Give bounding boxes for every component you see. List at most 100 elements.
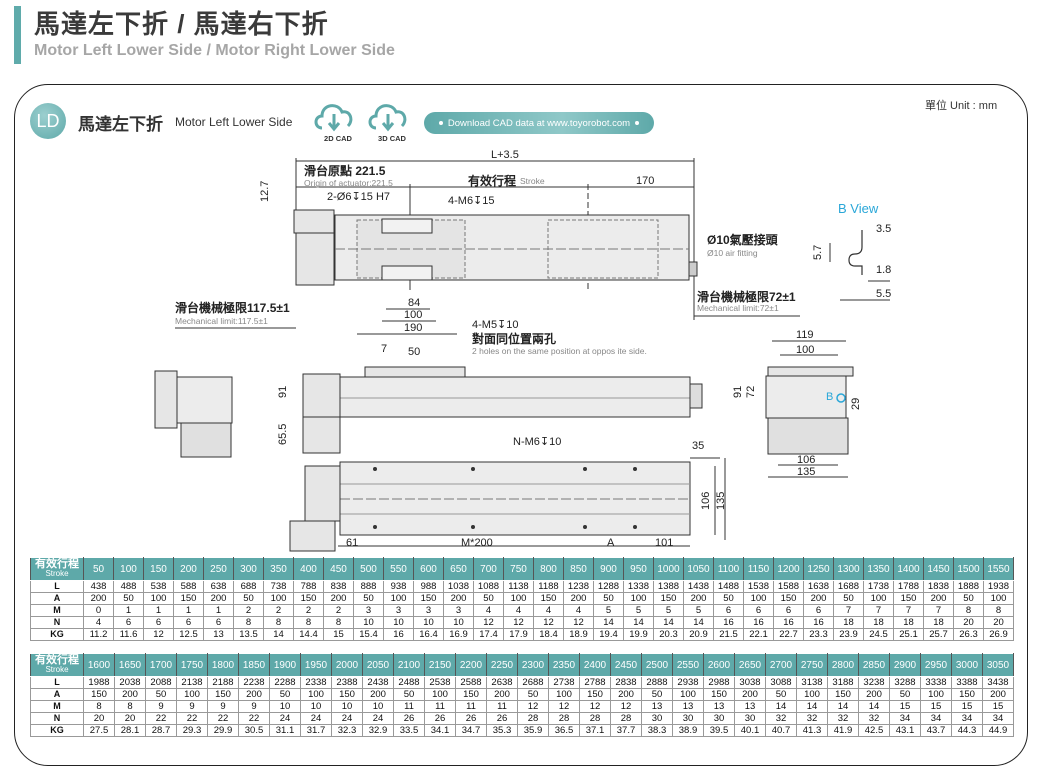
stroke-header-cell: 900 [593,557,624,581]
download-cad-link[interactable]: Download CAD data at www.toyorobot.com [424,112,654,134]
table-cell: 38.3 [641,724,673,737]
table-cell: 100 [796,688,828,701]
dim-7: 7 [381,343,388,355]
stroke-header-cell: 2150 [424,653,456,677]
table-cell: 200 [323,592,354,605]
table-cell: 1038 [443,580,474,593]
table-cell: 200 [858,688,890,701]
table-cell: 1938 [983,580,1014,593]
stroke-header-cell: 1000 [653,557,684,581]
table-cell: 14 [623,616,654,629]
dim-35: 35 [692,440,705,452]
origin-label-en: Origin of actuator:221.5 [304,178,393,188]
table-cell: 2 [293,604,324,617]
b-dim-5-7: 5.7 [812,244,824,260]
table-cell: 8 [323,616,354,629]
stroke-header-cell: 2100 [393,653,425,677]
mech-limit-right-en: Mechanical limit:72±1 [697,303,779,313]
dim-135: 135 [715,491,727,510]
table-cell: 14 [653,616,684,629]
table-cell: 34 [951,712,983,725]
stroke-header-cell: 350 [263,557,294,581]
table-cell: 14 [858,700,890,713]
table-cell: 2388 [331,676,363,689]
cad-3d-label: 3D CAD [378,134,406,143]
table-cell: 100 [424,688,456,701]
stroke-header-cell: 1200 [773,557,804,581]
table-cell: 200 [610,688,642,701]
table-cell: 43.7 [920,724,952,737]
table-cell: 44.9 [982,724,1014,737]
pin-holes-note: 2-Ø6↧15 H7 [327,191,391,203]
table-cell: 32.3 [331,724,363,737]
cad-2d-button[interactable]: 2D CAD [312,98,356,144]
table-cell: 788 [293,580,324,593]
table-cell: 50 [833,592,864,605]
table-cell: 12 [143,628,174,641]
table-cell: 42.5 [858,724,890,737]
table-cell: 30 [734,712,766,725]
stroke-header-cell: 50 [83,557,114,581]
table-cell: 14 [683,616,714,629]
table-cell: 15 [889,700,921,713]
drawing-lines [154,158,890,552]
stroke-header-cell: 2400 [579,653,611,677]
stroke-header-cell: 1350 [863,557,894,581]
table-cell: 100 [863,592,894,605]
table-cell: 2088 [145,676,177,689]
stroke-header-cell: 2450 [610,653,642,677]
table-cell: 7 [863,604,894,617]
table-cell: 1638 [803,580,834,593]
table-cell: 17.9 [503,628,534,641]
table-cell: 5 [653,604,684,617]
table-cell: 22.7 [773,628,804,641]
table-cell: 16 [383,628,414,641]
table-cell: 18.9 [563,628,594,641]
table-cell: 2188 [207,676,239,689]
table-cell: 43.1 [889,724,921,737]
n-holes-note: N-M6↧10 [513,436,562,448]
mech-limit-left-zh: 滑台機械極限117.5±1 [175,301,290,315]
stroke-header-cell: 300 [233,557,264,581]
table-cell: 2 [233,604,264,617]
table-cell: 20 [114,712,146,725]
stroke-header-cell: 1400 [893,557,924,581]
stroke-header-cell: 1450 [923,557,954,581]
table-cell: 50 [233,592,264,605]
table-cell: 50 [269,688,301,701]
stroke-header-cell: 3000 [951,653,983,677]
table-cell: 16 [803,616,834,629]
table-cell: 200 [803,592,834,605]
table-cell: 16 [773,616,804,629]
table-cell: 18.4 [533,628,564,641]
table-cell: 2588 [455,676,487,689]
cad-3d-button[interactable]: 3D CAD [366,98,410,144]
table-cell: 200 [734,688,766,701]
table-cell: 28.7 [145,724,177,737]
table-cell: 200 [238,688,270,701]
table-cell: 32 [827,712,859,725]
stroke-label-zh: 有效行程 [35,654,79,666]
table-cell: 29.9 [207,724,239,737]
table-cell: 16.9 [443,628,474,641]
table-cell: 16 [743,616,774,629]
table-cell: 16.4 [413,628,444,641]
table-cell: 8 [263,616,294,629]
table-cell: 11 [486,700,518,713]
table-cell: 26.3 [953,628,984,641]
table-cell: 3 [383,604,414,617]
table-cell: 2738 [548,676,580,689]
table-cell: 31.1 [269,724,301,737]
b-dim-5-5: 5.5 [876,288,892,300]
table-cell: 32.9 [362,724,394,737]
stroke-header-cell: 750 [503,557,534,581]
table-cell: 29.3 [176,724,208,737]
stroke-header-cell: 450 [323,557,354,581]
end-dim-100: 100 [796,344,815,356]
table-cell: 1588 [773,580,804,593]
